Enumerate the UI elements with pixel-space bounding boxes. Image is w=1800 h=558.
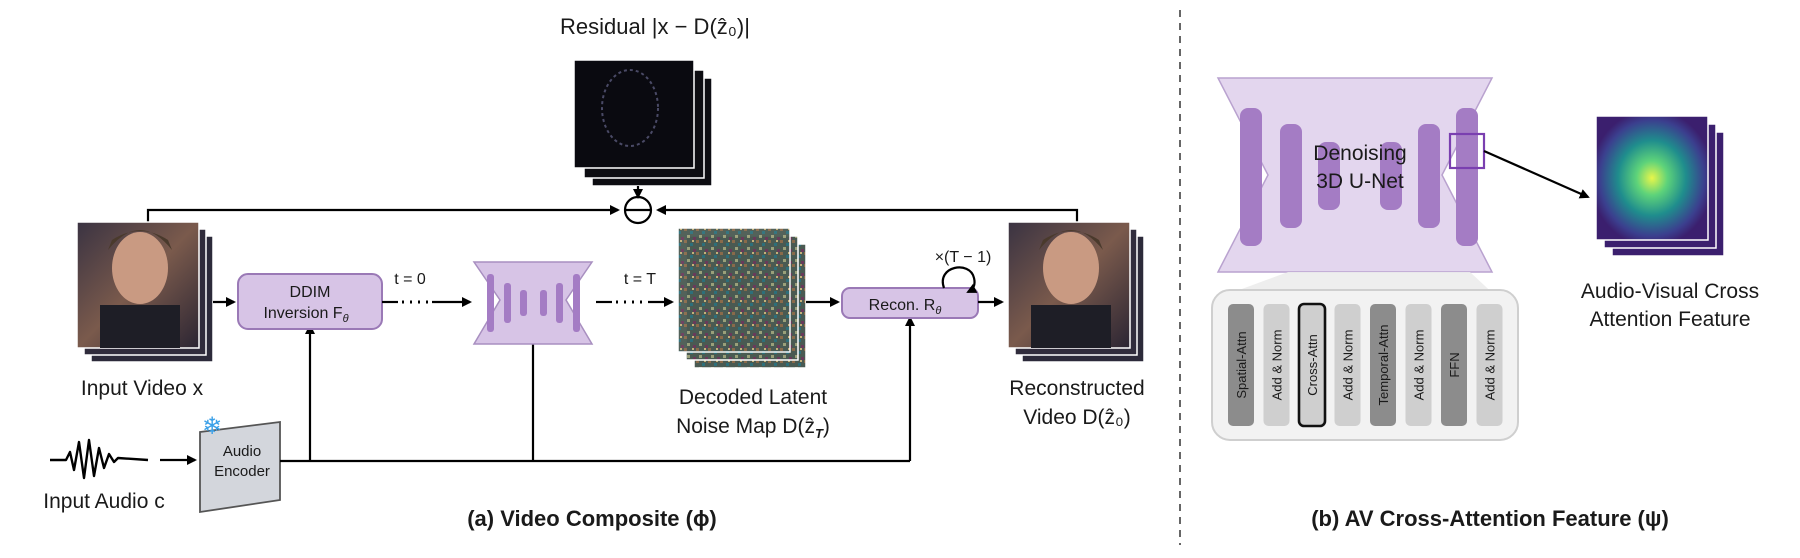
ddim-label-1: DDIM xyxy=(290,284,331,301)
t-T-label: t = T xyxy=(624,271,656,288)
attention-block-6 xyxy=(1441,304,1467,426)
unet-large xyxy=(1216,77,1494,273)
attention-block-3 xyxy=(1334,304,1361,426)
unet-label-2: 3D U-Net xyxy=(1316,170,1404,193)
feature-map-stack xyxy=(1595,115,1725,257)
attention-block-label-4: Temporal-Attn xyxy=(1376,325,1391,406)
reconstructed-video-stack xyxy=(1007,221,1145,363)
decoded-label-1: Decoded Latent xyxy=(679,386,827,409)
snowflake-icon: ❄ xyxy=(202,412,222,440)
svg-text:Noise Map D(ẑT): Noise Map D(ẑT) xyxy=(676,415,830,441)
feature-label-1: Audio-Visual Cross xyxy=(1581,280,1759,303)
attention-block-1 xyxy=(1263,304,1290,426)
svg-text:Inversion Fθ: Inversion Fθ xyxy=(263,305,348,325)
recon-label: Recon. R xyxy=(869,297,936,314)
ddim-sub: θ xyxy=(343,313,349,325)
recon-sub: θ xyxy=(935,305,941,317)
caption-a: (a) Video Composite (ϕ) xyxy=(467,506,717,531)
unet-label-1: Denoising xyxy=(1313,142,1406,165)
attention-block-2 xyxy=(1297,302,1327,428)
attention-block-0 xyxy=(1228,304,1254,426)
audio-encoder-block xyxy=(199,420,281,514)
highlight-to-feature-arrow xyxy=(1483,149,1590,199)
attention-block-label-6: FFN xyxy=(1447,352,1462,377)
residual-operator xyxy=(623,195,653,225)
caption-b: (b) AV Cross-Attention Feature (ψ) xyxy=(1311,506,1669,531)
input-to-residual-arrow xyxy=(146,205,620,236)
residual-image-stack xyxy=(573,59,713,187)
attention-block-label-3: Add & Norm xyxy=(1341,330,1356,401)
decoded-sub: T xyxy=(815,426,824,441)
decoded-end: ) xyxy=(823,415,830,438)
noise-map-stack xyxy=(677,227,807,369)
attention-block-5 xyxy=(1405,304,1432,426)
svg-text:Recon. Rθ: Recon. Rθ xyxy=(869,297,942,317)
attention-block-7 xyxy=(1476,304,1503,426)
attention-block-label-0: Spatial-Attn xyxy=(1234,331,1249,398)
attention-blocks: Spatial-Attn Add & Norm Cross-Attn Add & No… xyxy=(1228,302,1503,428)
decoded-label-2: Noise Map D(ẑ xyxy=(676,415,815,438)
loop-label: ×(T − 1) xyxy=(935,249,992,266)
attention-block-label-1: Add & Norm xyxy=(1270,330,1285,401)
attention-block-label-2: Cross-Attn xyxy=(1305,334,1320,395)
ddim-label-2: Inversion F xyxy=(263,305,342,322)
t-zero-label: t = 0 xyxy=(394,271,426,288)
input-video-stack xyxy=(76,221,214,363)
attention-block-4 xyxy=(1370,304,1396,426)
attention-block-label-7: Add & Norm xyxy=(1483,330,1498,401)
input-audio-label: Input Audio c xyxy=(43,490,164,513)
unet-small xyxy=(472,261,594,345)
audio-encoder-label-1: Audio xyxy=(223,443,261,460)
reconstructed-label-2: Video D(ẑ₀) xyxy=(1023,406,1131,429)
audio-waveform xyxy=(50,438,149,480)
recon-loop-arrow xyxy=(941,266,978,293)
reconstructed-label-1: Reconstructed xyxy=(1009,377,1144,400)
attention-block-label-5: Add & Norm xyxy=(1412,330,1427,401)
attention-block-panel xyxy=(1211,289,1519,441)
input-video-label: Input Video x xyxy=(81,377,204,400)
residual-label: Residual |x − D(ẑ₀)| xyxy=(560,14,750,39)
audio-encoder-label-2: Encoder xyxy=(214,463,270,480)
feature-label-2: Attention Feature xyxy=(1589,308,1750,331)
